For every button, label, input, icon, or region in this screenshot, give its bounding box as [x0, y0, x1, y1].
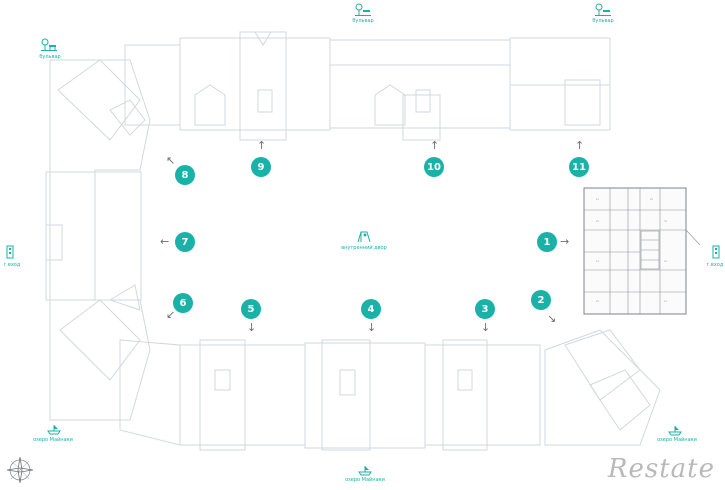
playground-icon: [357, 231, 371, 243]
entrance-marker-11[interactable]: 11: [569, 157, 589, 177]
building-icon: [6, 245, 14, 259]
arrow-down-left-icon: ↙: [166, 308, 176, 321]
tree-bench-icon: [355, 3, 371, 16]
arrow-up-left-icon: ↖: [166, 154, 176, 167]
entrance-marker-1[interactable]: 1: [537, 232, 557, 252]
arrow-down-icon: ↓: [247, 321, 257, 334]
tree-bench-icon: [595, 3, 611, 16]
entrance-marker-8[interactable]: 8: [175, 165, 195, 185]
entrance-label: г.вход: [3, 262, 21, 268]
svg-text:1к: 1к: [664, 299, 668, 303]
brand-logo: Restate: [607, 454, 715, 484]
lake-label: озеро Майнаки: [657, 437, 697, 443]
svg-text:1к: 1к: [596, 197, 600, 201]
svg-text:2к: 2к: [596, 219, 600, 223]
compass-rose-icon: [6, 456, 34, 484]
svg-text:2к: 2к: [664, 259, 668, 263]
arrow-right-icon: →: [560, 235, 570, 248]
svg-text:2к: 2к: [650, 197, 654, 201]
entrance-label: г.вход: [706, 262, 724, 268]
boat-icon: [668, 426, 682, 436]
arrow-down-right-icon: ↘: [547, 312, 557, 325]
entrance-marker-5[interactable]: 5: [241, 299, 261, 319]
boulevard-label: бульвар: [592, 18, 614, 24]
entrance-marker-7[interactable]: 7: [175, 232, 195, 252]
arrow-down-icon: ↓: [481, 321, 491, 334]
courtyard-label: внутренний двор: [341, 245, 387, 251]
boat-icon: [358, 466, 372, 476]
arrow-down-icon: ↓: [367, 321, 377, 334]
svg-text:2к: 2к: [596, 299, 600, 303]
arrow-up-icon: ↑: [257, 139, 267, 152]
lake-label: озеро Майнаки: [33, 437, 73, 443]
boat-icon: [47, 425, 61, 435]
lake-label: озеро Майнаки: [345, 477, 385, 483]
entrance-marker-2[interactable]: 2: [531, 290, 551, 310]
boulevard-label: бульвар: [352, 18, 374, 24]
arrow-left-icon: ←: [160, 235, 170, 248]
entrance-marker-9[interactable]: 9: [251, 157, 271, 177]
arrow-up-icon: ↑: [430, 139, 440, 152]
arrow-up-icon: ↑: [575, 139, 585, 152]
boulevard-label: бульвар: [39, 54, 61, 60]
tree-bench-icon: [41, 38, 57, 51]
entrance-marker-10[interactable]: 10: [424, 157, 444, 177]
building-icon: [712, 245, 720, 259]
entrance-marker-4[interactable]: 4: [361, 299, 381, 319]
svg-text:3к: 3к: [664, 219, 668, 223]
svg-text:1к: 1к: [596, 259, 600, 263]
entrance-marker-6[interactable]: 6: [173, 293, 193, 313]
entrance-marker-3[interactable]: 3: [475, 299, 495, 319]
